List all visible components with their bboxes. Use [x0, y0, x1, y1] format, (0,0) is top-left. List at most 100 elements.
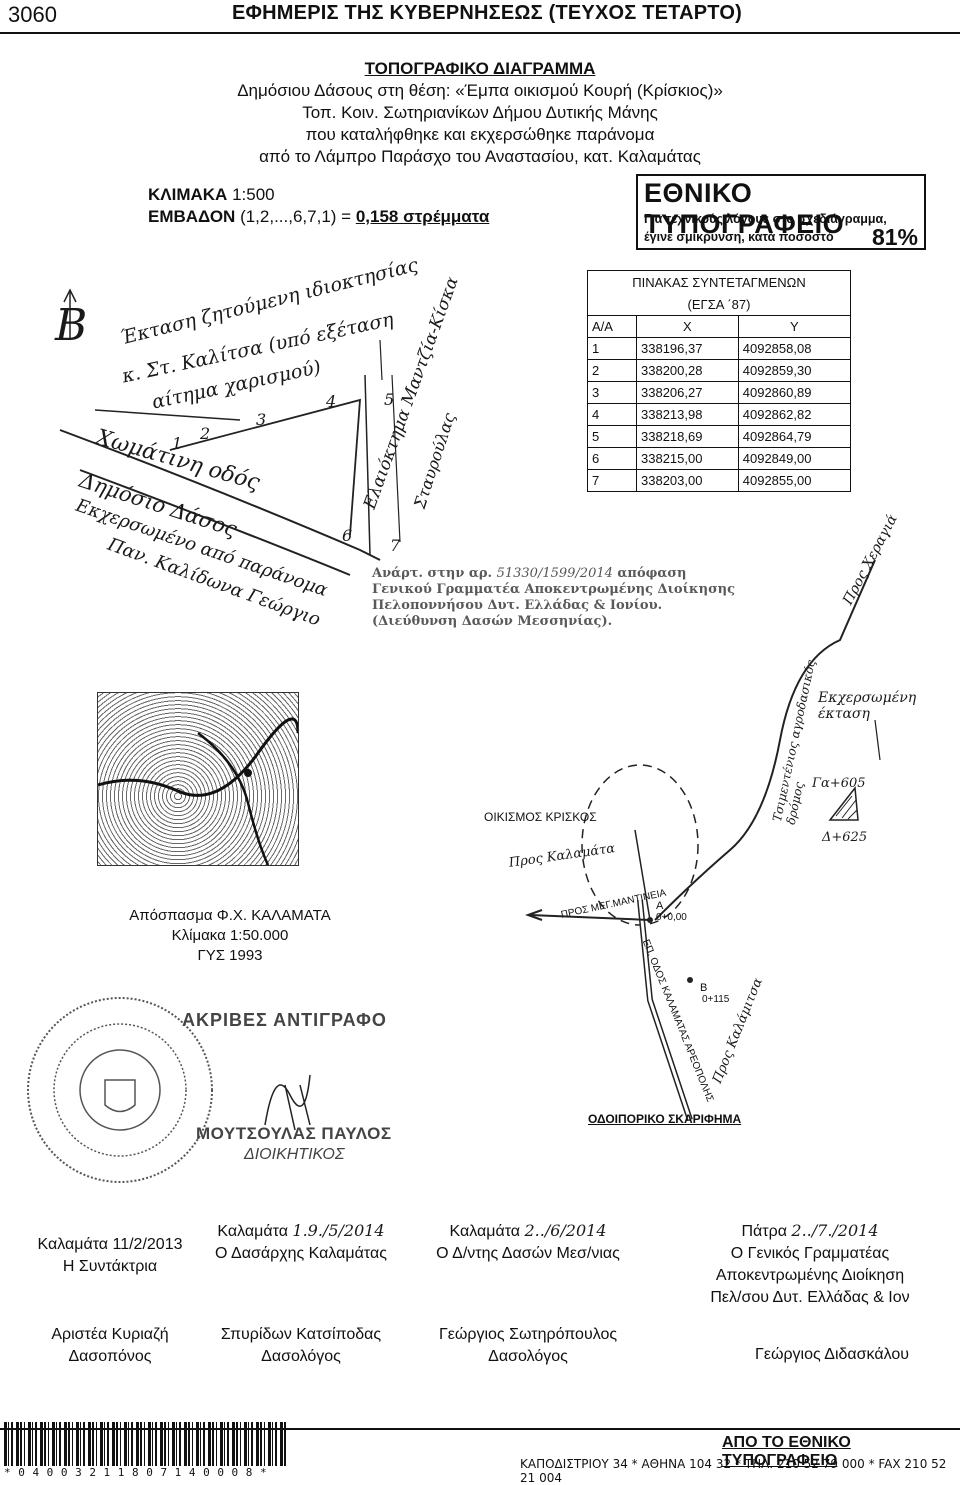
barcode-bar [148, 1422, 151, 1466]
signatory-1: Καλαμάτα 11/2/2013 Η Συντάκτρια [20, 1234, 200, 1278]
map-caption-line-2: Κλίμακα 1:50.000 [171, 927, 289, 944]
point-1-label: 1 [172, 434, 183, 453]
barcode-bar [80, 1422, 81, 1466]
signatory-2-name-block: Σπυρίδων Κατσίποδας Δασολόγος [196, 1324, 406, 1368]
barcode-bar [116, 1422, 118, 1466]
cell: 4092858,08 [737, 337, 852, 360]
barcode-bar [188, 1422, 190, 1466]
decision-stamp-line-4: (Διεύθυνση Δασών Μεσσηνίας). [372, 614, 613, 629]
area-label: ΕΜΒΑΔΟΝ [148, 207, 236, 226]
cell: 338196,37 [636, 337, 739, 360]
barcode-bar [184, 1422, 187, 1466]
cell: 4092855,00 [737, 469, 852, 492]
barcode-bar [4, 1422, 7, 1466]
footer-publisher: ΑΠΟ ΤΟ ΕΘΝΙΚΟ ΤΥΠΟΓΡΑΦΕΙΟ [722, 1434, 851, 1469]
road-line-upper [59, 429, 381, 561]
signatory-3-name-block: Γεώργιος Σωτηρόπουλος Δασολόγος [418, 1324, 638, 1368]
signatory-3-place: Καλαμάτα [449, 1223, 521, 1240]
signatory-3-name: Γεώργιος Σωτηρόπουλος [438, 1326, 618, 1343]
barcode-bar [59, 1422, 61, 1466]
diagram-title: ΤΟΠΟΓΡΑΦΙΚΟ ΔΙΑΓΡΑΜΜΑ [364, 59, 596, 78]
signatory-2-place: Καλαμάτα [217, 1223, 288, 1240]
road-line-lower [79, 469, 351, 576]
barcode-bar [44, 1422, 46, 1466]
signatory-1-date: Καλαμάτα 11/2/2013 [37, 1236, 183, 1253]
barcode-icon [4, 1422, 286, 1466]
point-5-label: 5 [384, 390, 395, 409]
barcode-bar [168, 1422, 169, 1466]
diagram-title-block: ΤΟΠΟΓΡΑΦΙΚΟ ΔΙΑΓΡΑΜΜΑ Δημόσιου Δάσους στ… [200, 58, 760, 168]
point-2-label: 2 [200, 424, 211, 443]
barcode-bar [128, 1422, 129, 1466]
barcode-bar [83, 1422, 85, 1466]
route-sketch [525, 559, 881, 1121]
barcode-bar [24, 1422, 25, 1466]
coordinates-table: ΠΙΝΑΚΑΣ ΣΥΝΤΕΤΑΓΜΕΝΩΝ (ΕΓΣΑ ΄87) Α/Α Χ Υ… [587, 270, 852, 492]
header-rule [0, 32, 960, 34]
decision-stamp-line-3: Πελοποννήσου Δυτ. Ελλάδας & Ιονίου. [372, 598, 663, 613]
title-line-3: που καταλήφθηκε και εκχερσώθηκε παράνομα [305, 125, 655, 144]
signatory-2-role: Ο Δασάρχης Καλαμάτας [215, 1245, 387, 1262]
main-road [637, 899, 693, 1121]
barcode-bar [272, 1422, 273, 1466]
barcode-bar [244, 1422, 247, 1466]
table-header-row: Α/Α Χ Υ [587, 315, 852, 338]
cell: 338215,00 [636, 447, 739, 470]
village-label: ΟΙΚΙΣΜΟΣ ΚΡΙΣΚΟΣ [484, 810, 597, 824]
barcode-bar [275, 1422, 277, 1466]
signatory-3-title: Δασολόγος [488, 1348, 568, 1365]
barcode-bar [11, 1422, 13, 1466]
barcode-bar [200, 1422, 201, 1466]
parcel-boundary-top [94, 409, 241, 421]
signatory-4-role-1: Ο Γενικός Γραμματέας [730, 1245, 890, 1262]
agro-forest-road [654, 559, 876, 921]
signatory-3: Καλαμάτα 2../6/2014 Ο Δ/ντης Δασών Μεσ/ν… [418, 1220, 638, 1265]
reduction-note-2: έγινε σμίκρυνση, κατά ποσοστό [644, 230, 834, 244]
barcode-bar [100, 1422, 103, 1466]
cell: 4092849,00 [737, 447, 852, 470]
barcode-bar [104, 1422, 105, 1466]
signatory-4: Πάτρα 2../7./2014 Ο Γενικός Γραμματέας Α… [690, 1220, 930, 1309]
stamp-officer-role: ΔΙΟΙΚΗΤΙΚΟΣ [244, 1146, 345, 1163]
cleared-area-hatch [828, 786, 859, 821]
barcode-bar [16, 1422, 19, 1466]
cell: 338218,69 [636, 425, 739, 448]
cell: 338203,00 [636, 469, 739, 492]
reduction-percent: 81% [871, 224, 918, 250]
map-route-icon [98, 717, 298, 865]
cell: 4092859,30 [737, 359, 852, 382]
barcode-bar [256, 1422, 259, 1466]
signatory-4-name: Γεώργιος Διδασκάλου [755, 1346, 909, 1363]
point-4-label: 4 [326, 392, 337, 411]
barcode-bar [248, 1422, 249, 1466]
signatory-4-place: Πάτρα [741, 1223, 787, 1240]
barcode-bar [28, 1422, 31, 1466]
barcode-bar [176, 1422, 177, 1466]
barcode-bar [164, 1422, 166, 1466]
barcode-bar [144, 1422, 145, 1466]
official-seal [27, 997, 213, 1183]
signatory-1-title: Δασοπόνος [68, 1348, 152, 1365]
barcode-bar [280, 1422, 283, 1466]
decision-number: 51330/1599/2014 [496, 566, 613, 581]
barcode-bar [96, 1422, 97, 1466]
area-value: 0,158 στρέμματα [355, 207, 490, 226]
signatory-1-name: Αριστέα Κυριαζή [51, 1326, 169, 1343]
topographic-map-excerpt [97, 692, 299, 866]
barcode-bar [112, 1422, 115, 1466]
area-points: (1,2,...,6,7,1) = [240, 207, 352, 226]
signatory-2-name: Σπυρίδων Κατσίποδας [220, 1326, 382, 1343]
national-printing-box: ΕΘΝΙΚΟ ΤΥΠΟΓΡΑΦΕΙΟ Για τεχνικούς λόγους … [636, 174, 926, 250]
barcode-bar [20, 1422, 22, 1466]
barcode-bar [179, 1422, 181, 1466]
coordinates-title: ΠΙΝΑΚΑΣ ΣΥΝΤΕΤΑΓΜΕΝΩΝ [587, 270, 851, 293]
barcode-bar [220, 1422, 223, 1466]
title-line-4: από το Λάμπρο Παράσχο του Αναστασίου, κα… [259, 147, 701, 166]
coat-of-arms-icon [104, 1079, 136, 1113]
decision-stamp-line-2: Γενικού Γραμματέα Αποκεντρωμένης Διοίκησ… [372, 582, 736, 597]
map-caption-line-3: ΓΥΣ 1993 [197, 947, 263, 964]
col-header-y: Υ [737, 315, 852, 338]
